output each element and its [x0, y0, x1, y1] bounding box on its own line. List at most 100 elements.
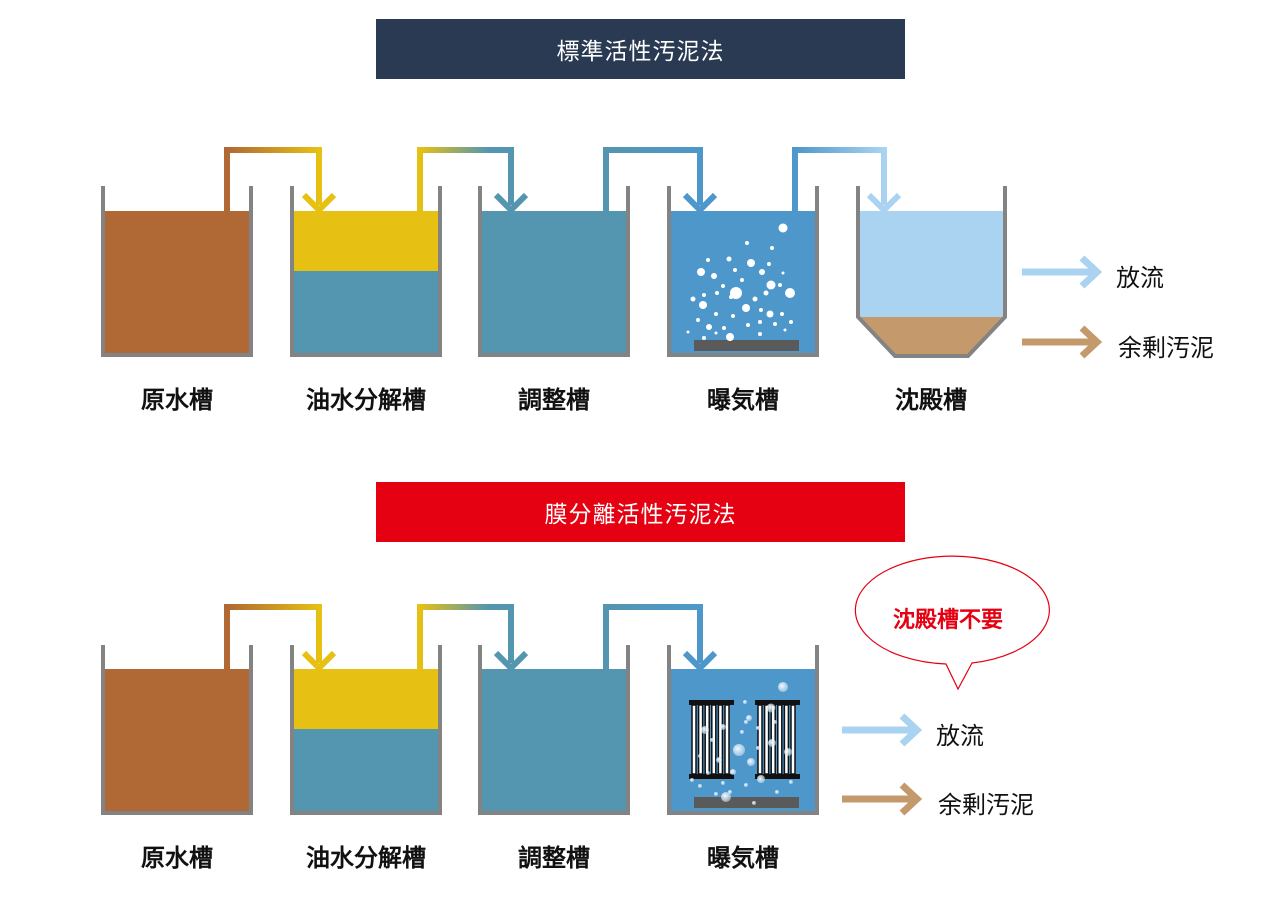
- bubble: [714, 331, 718, 335]
- bubble: [766, 310, 774, 318]
- bubble: [785, 288, 795, 298]
- tank-label: 原水槽: [141, 386, 213, 414]
- bubble: [697, 268, 705, 276]
- bubble: [740, 730, 744, 734]
- pipe-adjust-to-aeration-2: [603, 604, 718, 683]
- bubble: [733, 268, 737, 272]
- tank-label: 沈殿槽: [895, 386, 967, 414]
- pipe-adjust-to-aeration: [603, 147, 718, 215]
- tank-aeration: [667, 186, 819, 357]
- bubble: [744, 783, 748, 787]
- bubble: [773, 720, 777, 724]
- bubble: [702, 293, 706, 297]
- tank-aeration-membrane: [667, 645, 819, 815]
- membrane-slat: [704, 704, 710, 775]
- membrane-slat: [691, 704, 697, 775]
- bubble: [778, 283, 782, 287]
- bubble: [721, 284, 725, 288]
- bubble: [770, 246, 774, 250]
- bubble: [775, 790, 779, 794]
- bubble: [702, 336, 706, 340]
- callout-bubble: [854, 555, 1050, 691]
- discharge-arrow-icon-2: [842, 713, 923, 747]
- bubble: [780, 312, 784, 316]
- membrane-method-title: 膜分離活性汚泥法: [376, 482, 905, 542]
- tank-raw-water: [101, 186, 253, 357]
- bubble: [730, 769, 736, 775]
- membrane-slat: [763, 704, 770, 775]
- bubble: [746, 323, 750, 327]
- bubble: [706, 771, 710, 775]
- bubble: [778, 223, 788, 233]
- tank-adjustment-2: [478, 645, 630, 815]
- bubble: [757, 775, 765, 783]
- bubble: [778, 682, 788, 692]
- bubble: [720, 724, 726, 730]
- bubble: [758, 332, 762, 336]
- bubble: [747, 259, 755, 267]
- bubble: [767, 262, 771, 266]
- bubble: [783, 328, 787, 332]
- discharge-label: 放流: [936, 722, 984, 750]
- tank-label: 原水槽: [141, 844, 213, 872]
- bubble: [721, 792, 731, 802]
- tank-oil-separation-2: [290, 645, 442, 815]
- membrane-slat: [724, 704, 730, 775]
- bubble: [722, 326, 726, 330]
- membrane-module-right: [755, 700, 800, 779]
- bubble: [766, 280, 776, 290]
- bubble: [742, 304, 750, 312]
- bubble: [756, 746, 760, 750]
- bubble: [714, 792, 718, 796]
- bubble: [781, 271, 785, 275]
- bubble: [759, 269, 765, 275]
- membrane-slat: [757, 704, 763, 775]
- bubble: [766, 703, 776, 713]
- bubble: [773, 322, 777, 326]
- bubble: [789, 780, 793, 784]
- excess-sludge-label: 余剰汚泥: [1118, 334, 1214, 362]
- bubble: [746, 715, 752, 721]
- tank-sedimentation: [856, 186, 1007, 358]
- air-bubbles: [686, 223, 795, 341]
- bubble: [706, 258, 710, 262]
- bubble: [716, 757, 722, 763]
- pipe-raw-to-oil-2: [224, 604, 337, 673]
- bubble: [740, 278, 744, 282]
- tank-label: 曝気槽: [707, 386, 779, 414]
- membrane-slat: [783, 704, 790, 775]
- bubble: [726, 333, 734, 341]
- bubble: [726, 256, 732, 262]
- tank-label: 調整槽: [518, 386, 590, 414]
- air-diffuser: [694, 340, 799, 351]
- discharge-label: 放流: [1116, 264, 1164, 292]
- tank-adjustment: [478, 186, 630, 357]
- membrane-slat: [717, 704, 724, 775]
- bubble: [729, 295, 733, 299]
- tank-label: 曝気槽: [707, 844, 779, 872]
- tank-label: 調整槽: [518, 844, 590, 872]
- bubble: [756, 726, 760, 730]
- bubble: [690, 296, 696, 302]
- standard-method-title: 標準活性汚泥法: [376, 19, 905, 79]
- bubble: [752, 296, 758, 302]
- bubble: [698, 784, 702, 788]
- bubble: [758, 320, 762, 324]
- bubble: [784, 748, 792, 756]
- membrane-process: [101, 555, 1050, 816]
- bubble: [710, 738, 714, 742]
- pipe-oil-to-adjust: [417, 147, 529, 215]
- bubble: [759, 308, 763, 312]
- bubble: [745, 241, 749, 245]
- bubble: [714, 312, 718, 316]
- tank-oil-separation: [290, 186, 442, 357]
- bubble: [743, 700, 747, 704]
- bubble: [768, 739, 776, 747]
- bubble: [701, 726, 709, 734]
- bubble: [733, 744, 745, 756]
- bubble: [715, 291, 719, 295]
- air-diffuser-2: [694, 797, 799, 808]
- bubble: [789, 320, 793, 324]
- tank-label: 油水分解槽: [306, 844, 426, 872]
